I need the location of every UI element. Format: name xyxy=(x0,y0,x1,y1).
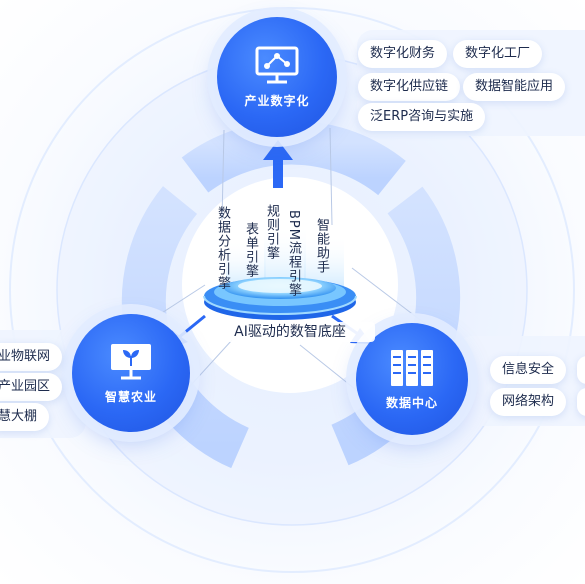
monitor-sprout-icon xyxy=(111,343,151,379)
tag-iot[interactable]: 业物联网 xyxy=(0,343,63,371)
node-data-center[interactable]: 数据中心 xyxy=(356,323,468,435)
tag-network-architecture[interactable]: 网络架构 xyxy=(490,388,567,416)
node-smart-agriculture[interactable]: 智慧农业 xyxy=(72,314,190,432)
arrow-up-icon xyxy=(263,140,293,188)
ring-segment-top xyxy=(181,120,406,196)
engine-form: 表单引擎 xyxy=(243,222,258,278)
outer-ring xyxy=(9,7,575,573)
tag-data-intelligence[interactable]: 数据智能应用 xyxy=(463,73,566,101)
engine-bpm: BPM流程引擎 xyxy=(286,210,301,297)
engine-rules: 规则引擎 xyxy=(264,204,279,260)
connector-line xyxy=(221,129,225,221)
node-label: 产业数字化 xyxy=(244,93,310,108)
platform-base xyxy=(203,277,357,320)
node-label: 数据中心 xyxy=(385,395,438,410)
server-rack-icon xyxy=(391,349,433,386)
node-label: 智慧农业 xyxy=(104,389,157,404)
tag-digital-factory[interactable]: 数字化工厂 xyxy=(453,40,543,68)
engine-smart-assistant: 智能助手 xyxy=(314,218,329,274)
node-industry-digitalization[interactable]: 产业数字化 xyxy=(217,17,337,137)
monitor-network-icon xyxy=(255,46,299,83)
tag-info-security[interactable]: 信息安全 xyxy=(490,356,567,384)
connector-line xyxy=(329,127,333,226)
tag-clipped xyxy=(577,356,585,384)
engine-data-analysis: 数据分析引擎 xyxy=(215,206,230,290)
tag-digital-finance[interactable]: 数字化财务 xyxy=(358,40,448,68)
tag-smart-greenhouse[interactable]: 慧大棚 xyxy=(0,403,50,431)
platform-label: AI驱动的数智底座 xyxy=(205,322,375,342)
tag-industrial-park[interactable]: 产业园区 xyxy=(0,373,63,401)
tag-clipped xyxy=(577,388,585,416)
tag-digital-supply-chain[interactable]: 数字化供应链 xyxy=(358,73,461,101)
tag-erp-consulting[interactable]: 泛ERP咨询与实施 xyxy=(358,103,486,131)
